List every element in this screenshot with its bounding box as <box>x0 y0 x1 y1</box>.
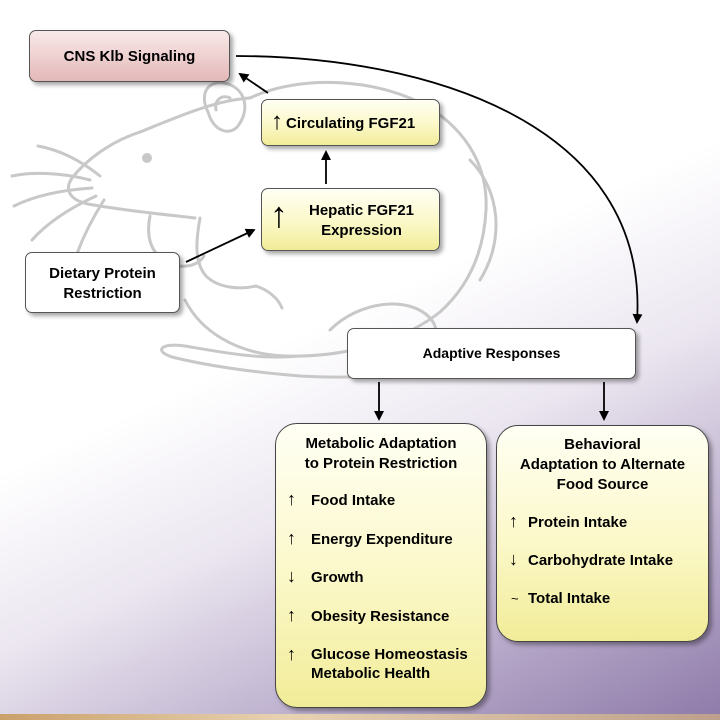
cns-klb-signaling-box: CNS Klb Signaling <box>29 30 230 82</box>
behavioral-adaptation-panel: Behavioral Adaptation to Alternate Food … <box>496 425 709 642</box>
metabolic-item-metabolic-health: Metabolic Health <box>311 665 431 682</box>
approx-unchanged-icon: ~ <box>511 591 519 606</box>
increase-arrow-icon: ↑ <box>287 605 296 625</box>
increase-arrow-icon: ↑ <box>287 644 296 664</box>
mouse-head-outline <box>67 96 252 220</box>
metabolic-item-glucose-homeostasis: Glucose Homeostasis <box>311 646 468 663</box>
circulating-fgf21-box: ↑ Circulating FGF21 <box>261 99 440 146</box>
behavioral-item-total-intake: Total Intake <box>528 590 611 607</box>
metabolic-adaptation-panel: Metabolic Adaptation to Protein Restrict… <box>275 423 487 708</box>
metabolic-panel-title-line2: to Protein Restriction <box>304 455 458 472</box>
behavioral-panel-title-line3: Food Source <box>556 476 649 493</box>
mouse-front-leg <box>195 216 258 290</box>
mouse-tail <box>160 343 402 379</box>
mouse-ear-inner <box>214 95 232 112</box>
metabolic-item-obesity-resistance: Obesity Resistance <box>311 608 450 625</box>
hepatic-fgf21-label-line2: Expression <box>321 222 402 239</box>
dietary-protein-restriction-box: Dietary Protein Restriction <box>25 252 180 313</box>
behavioral-panel-title-line2: Adaptation to Alternate <box>519 456 686 473</box>
metabolic-panel-title-line1: Metabolic Adaptation <box>305 435 457 452</box>
increase-arrow-icon: ↑ <box>287 489 296 509</box>
increase-arrow-icon: ↑ <box>271 108 283 135</box>
hepatic-fgf21-label-line1: Hepatic FGF21 <box>308 202 415 219</box>
dietary-label-line1: Dietary Protein <box>49 265 156 282</box>
cns-klb-signaling-label: CNS Klb Signaling <box>63 47 196 65</box>
mouse-body-outline <box>183 80 488 358</box>
arrow-cns-to-adaptive <box>235 55 643 324</box>
metabolic-item-energy-expenditure: Energy Expenditure <box>311 531 453 548</box>
adaptive-responses-box: Adaptive Responses <box>347 328 636 379</box>
increase-arrow-icon: ↑ <box>287 528 296 548</box>
arrow-circulating-to-cns <box>238 72 269 94</box>
increase-arrow-icon: ↑ <box>270 194 288 235</box>
decrease-arrow-icon: ↓ <box>287 566 296 586</box>
mouse-back-line <box>468 158 498 282</box>
mouse-ear <box>202 81 247 133</box>
adaptive-responses-label: Adaptive Responses <box>422 345 561 361</box>
behavioral-panel-title-line1: Behavioral <box>564 436 641 453</box>
metabolic-item-growth: Growth <box>311 569 364 586</box>
bottom-border-strip <box>0 714 720 720</box>
mouse-eye <box>142 153 152 163</box>
circulating-fgf21-label: Circulating FGF21 <box>286 115 416 132</box>
decrease-arrow-icon: ↓ <box>509 549 518 569</box>
arrow-dietary-to-hepatic <box>185 228 256 263</box>
metabolic-item-food-intake: Food Intake <box>311 492 396 509</box>
hepatic-fgf21-box: ↑ Hepatic FGF21 Expression <box>261 188 440 251</box>
increase-arrow-icon: ↑ <box>509 511 518 531</box>
behavioral-item-protein-intake: Protein Intake <box>528 514 628 531</box>
behavioral-item-carbohydrate-intake: Carbohydrate Intake <box>528 552 674 569</box>
dietary-label-line2: Restriction <box>63 285 142 302</box>
